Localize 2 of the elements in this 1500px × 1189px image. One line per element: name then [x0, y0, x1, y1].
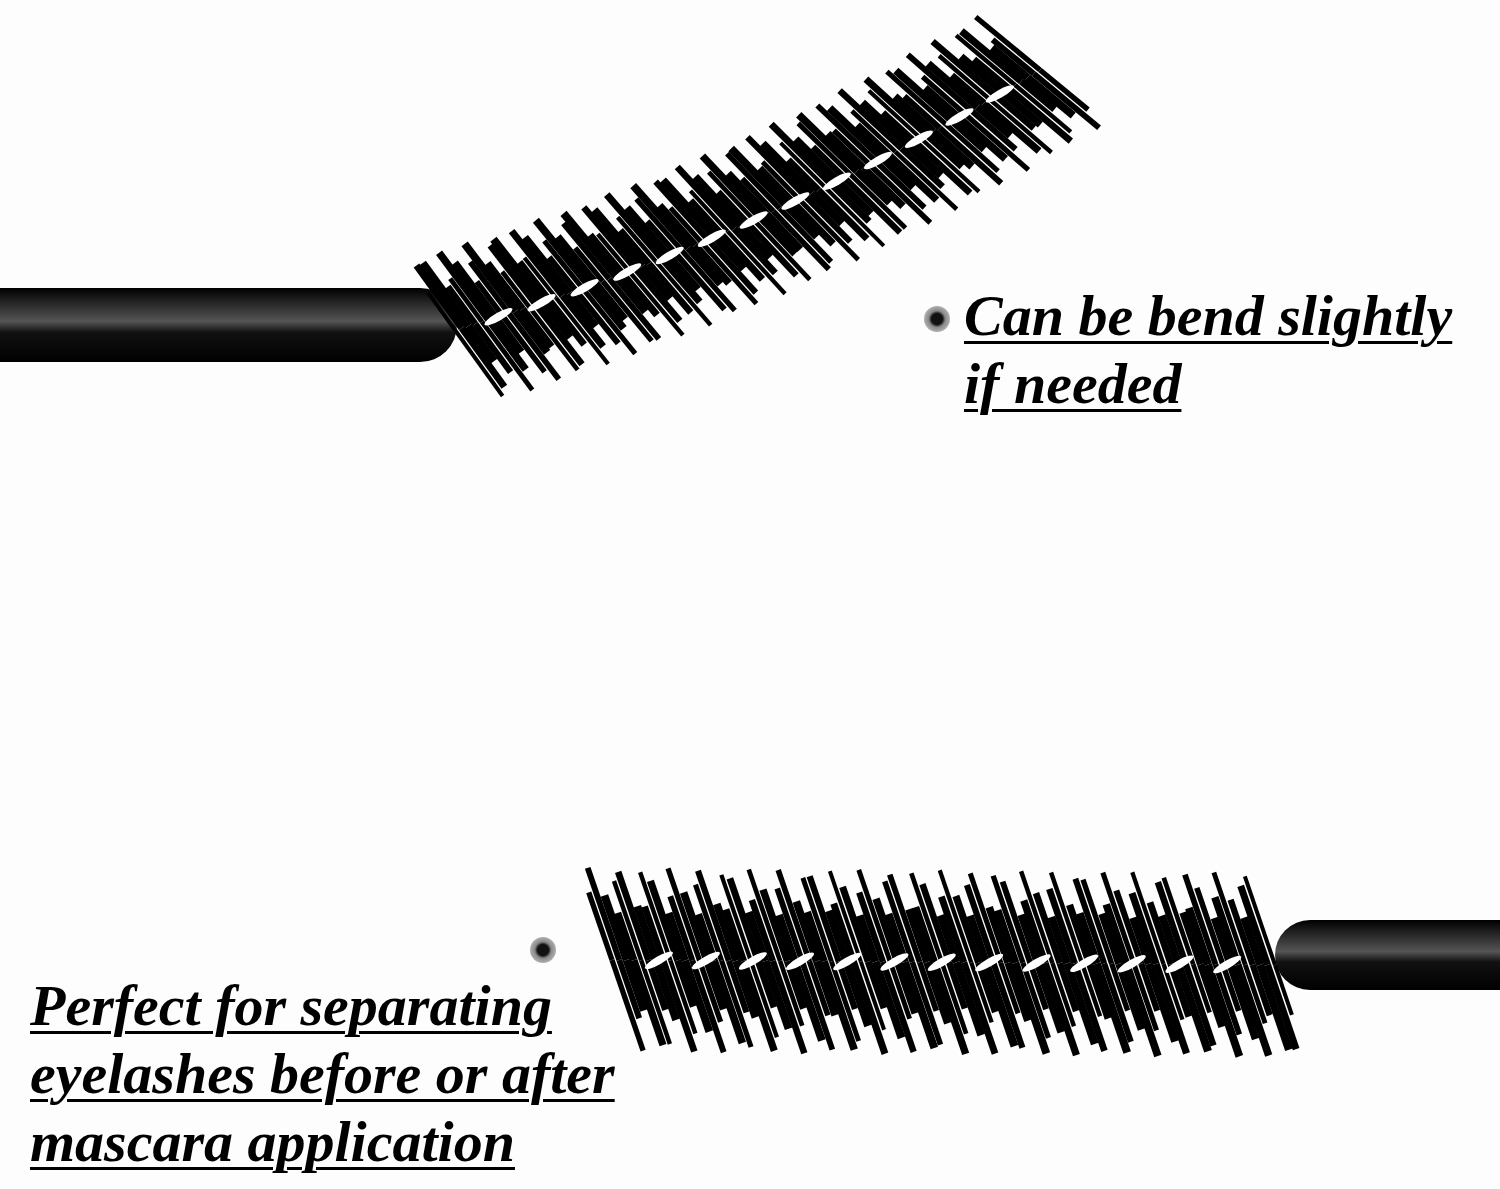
feature-note: Can be bend slightly if needed	[964, 282, 1454, 418]
feature-note: Perfect for separating eyelashes before or after mascara application	[30, 972, 616, 1176]
